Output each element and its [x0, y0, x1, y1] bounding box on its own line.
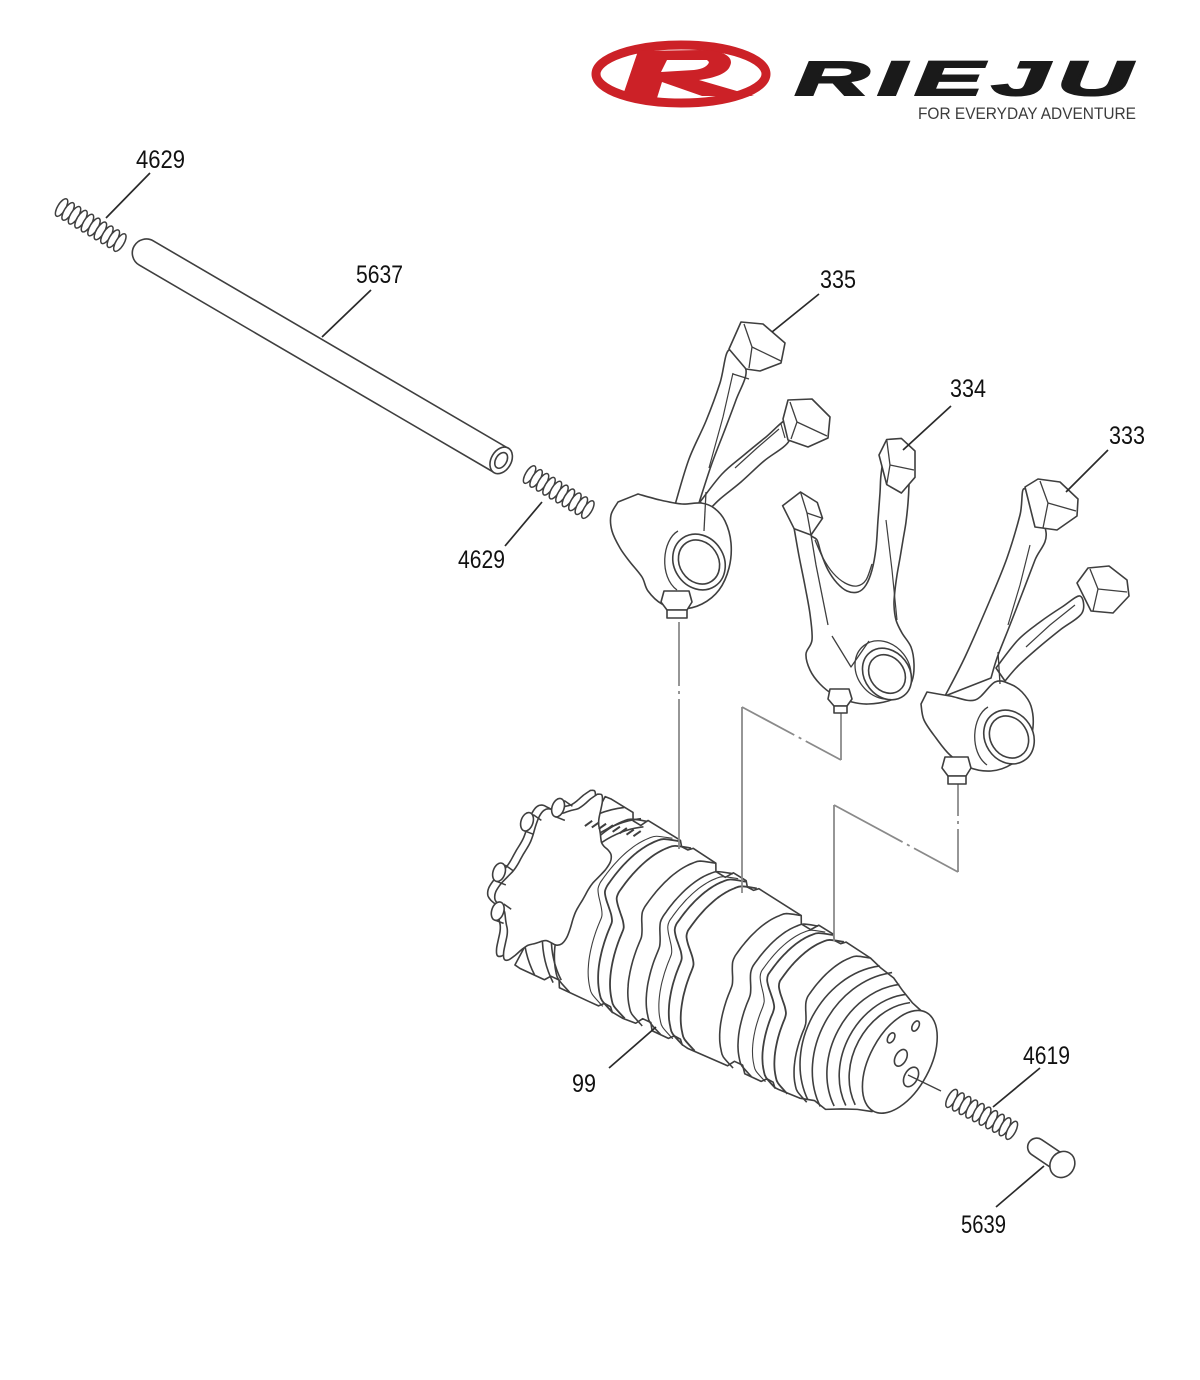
svg-text:5639: 5639: [961, 1211, 1006, 1239]
svg-text:RIEJU: RIEJU: [795, 53, 1140, 106]
svg-text:4619: 4619: [1023, 1042, 1070, 1070]
svg-text:4629: 4629: [458, 546, 505, 574]
svg-text:4629: 4629: [136, 146, 185, 174]
svg-text:99: 99: [572, 1070, 596, 1098]
svg-text:5637: 5637: [356, 261, 403, 289]
svg-text:FOR EVERYDAY ADVENTURE: FOR EVERYDAY ADVENTURE: [918, 105, 1136, 123]
svg-text:334: 334: [950, 375, 986, 403]
svg-text:333: 333: [1109, 422, 1145, 450]
svg-text:335: 335: [820, 266, 856, 294]
